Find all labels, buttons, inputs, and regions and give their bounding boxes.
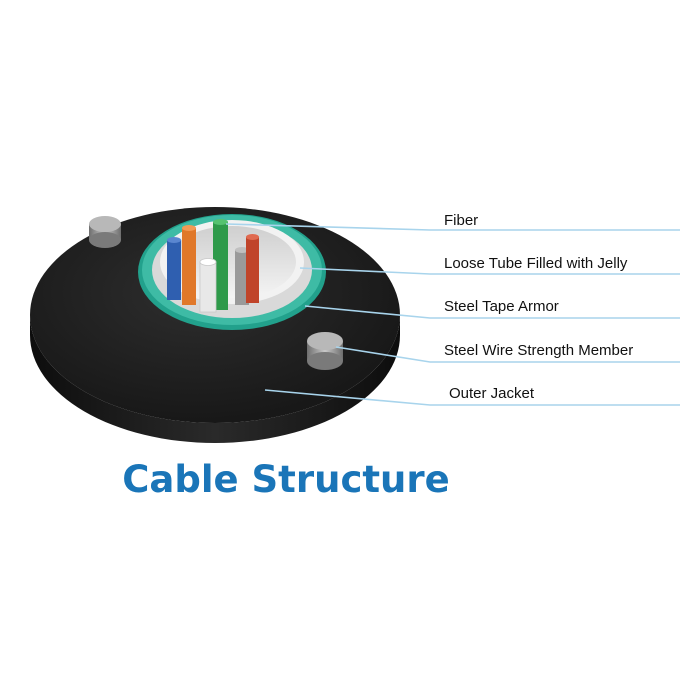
fiber-green: [213, 219, 228, 310]
leader-line-fiber: [225, 223, 680, 231]
jacket-side: [30, 315, 400, 443]
fiber-red: [246, 234, 259, 303]
label-fiber: Fiber: [444, 212, 478, 229]
label-steel-wire-strength-member: Steel Wire Strength Member: [444, 342, 633, 359]
fiber-bundle: [167, 219, 259, 313]
steel-wire-right: [307, 332, 343, 370]
steel-wire-left: [89, 216, 121, 248]
leader-line-outer-jacket: [264, 389, 680, 406]
label-loose-tube: Loose Tube Filled with Jelly: [444, 255, 628, 272]
label-outer-jacket: Outer Jacket: [449, 385, 535, 402]
label-steel-tape-armor: Steel Tape Armor: [444, 298, 559, 315]
fiber-gray: [235, 247, 249, 305]
fiber-orange: [182, 225, 196, 305]
leader-line-steel-tape: [304, 305, 680, 319]
fiber-white: [199, 258, 217, 313]
leader-lines: [225, 223, 680, 406]
leader-line-steel-wire: [335, 346, 680, 363]
diagram-title: Cable Structure: [122, 458, 450, 501]
leader-line-loose-tube: [299, 267, 680, 275]
fiber-blue: [167, 237, 181, 300]
